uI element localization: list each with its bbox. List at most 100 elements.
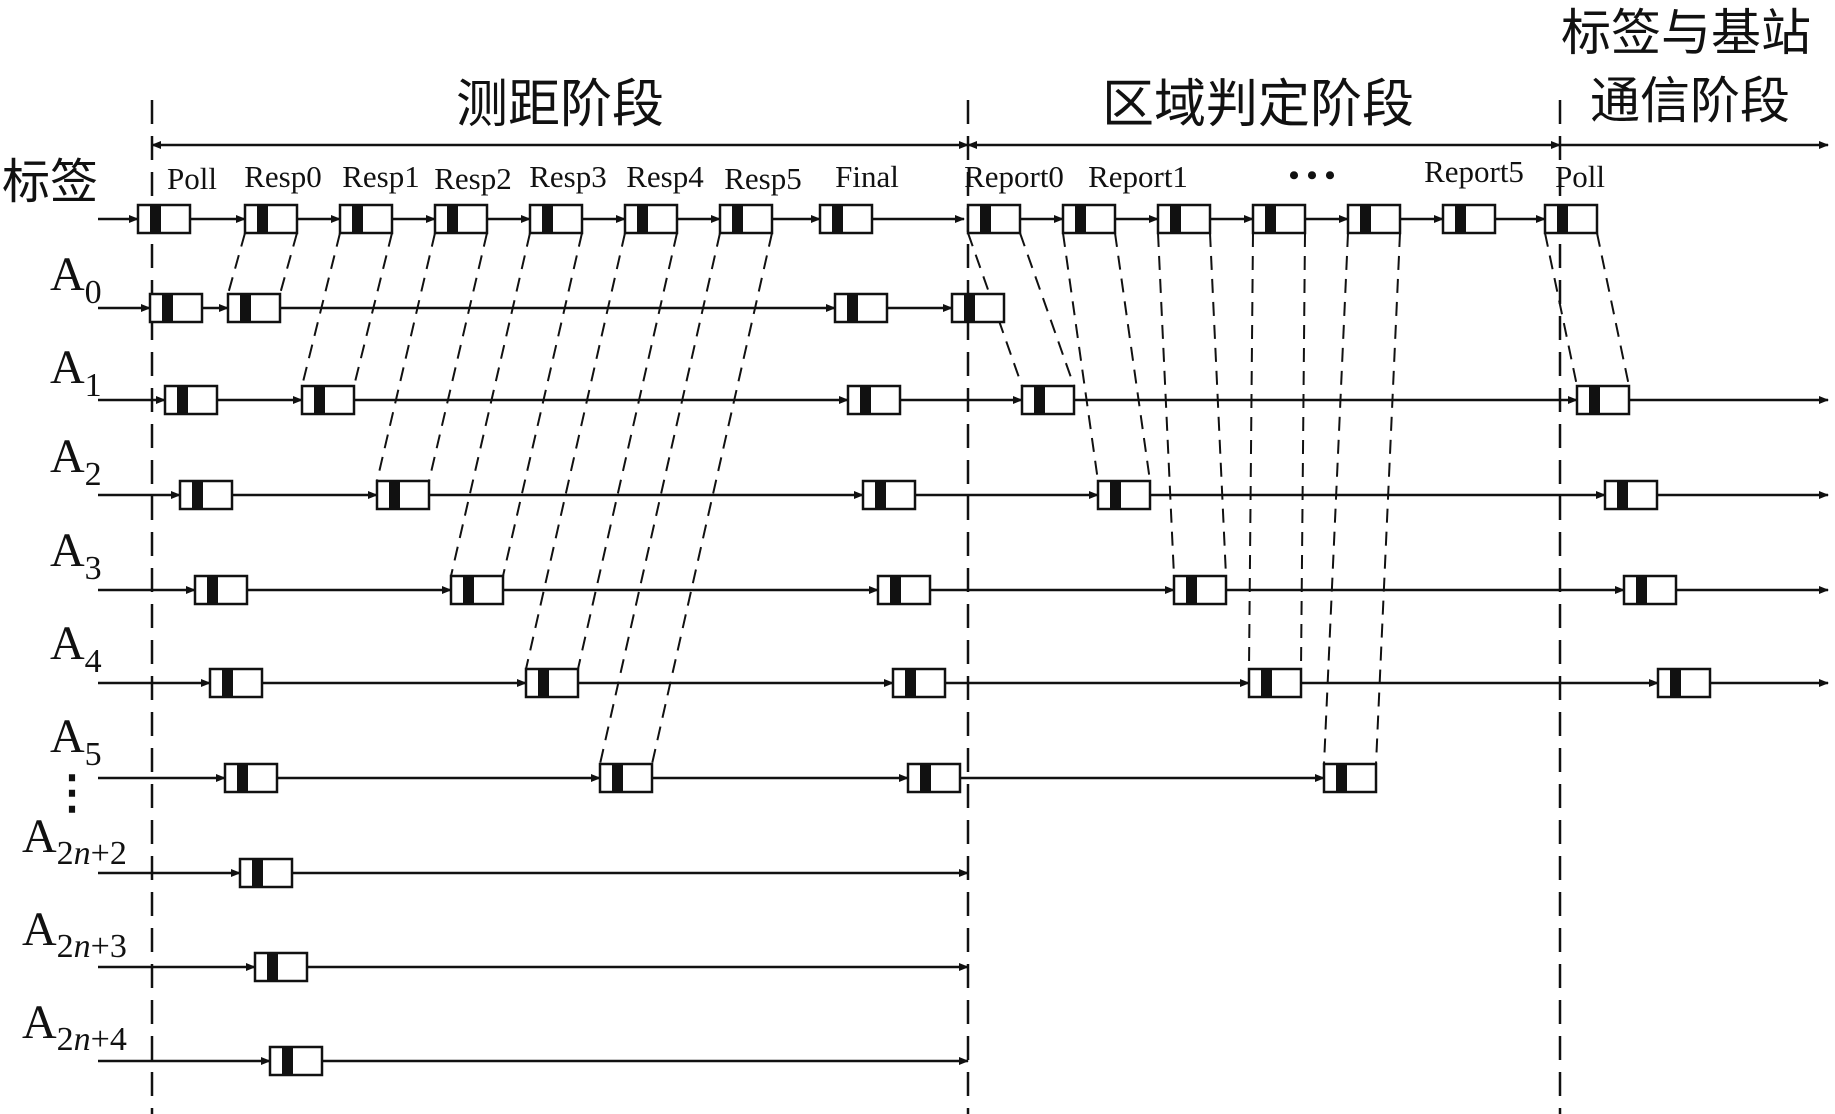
anchor-5-packet-1: [598, 762, 654, 794]
anchor-3-packet-4-preamble: [1636, 577, 1645, 603]
anchor-5-packet-3-preamble: [1336, 765, 1345, 791]
tag-packet-7: [818, 203, 874, 235]
anchor-2-packet-4-preamble: [1617, 482, 1626, 508]
phase-region-label: 区域判定阶段: [1102, 75, 1414, 135]
propagation-dash-10-left: [1323, 232, 1349, 765]
anchor-4-packet-0: [208, 667, 264, 699]
tag-packet-14-frame: [1543, 203, 1599, 235]
anchor-4-packet-3: [1247, 667, 1303, 699]
anchor-4-packet-1-preamble: [538, 670, 547, 696]
anchor-2-packet-1: [375, 479, 431, 511]
anchor-label-a1: A1: [50, 341, 102, 404]
tag-packet-6-preamble: [732, 206, 741, 232]
anchor-3-packet-1-preamble: [463, 577, 472, 603]
msg-label-resp5: Resp5: [724, 161, 802, 196]
packets-layer: [136, 203, 1712, 1077]
anchor-3-packet-4: [1622, 574, 1678, 606]
anchor-4-packet-4-frame: [1656, 667, 1712, 699]
propagation-dash-9-left: [1248, 232, 1254, 670]
anchor-4-packet-4: [1656, 667, 1712, 699]
propagation-dash-6-right: [1019, 232, 1075, 387]
anchor-0-packet-0-preamble: [162, 295, 171, 321]
anchor-label-a5: A5: [50, 710, 102, 773]
propagation-dash-0-left: [227, 232, 246, 295]
anchor-5-packet-0: [223, 762, 279, 794]
propagation-dash-11-right: [1596, 232, 1630, 387]
anchor-5-packet-2: [906, 762, 962, 794]
propagation-dash-9-right: [1300, 232, 1306, 670]
propagation-dash-2-left: [376, 232, 436, 482]
anchor-3-packet-3-preamble: [1186, 577, 1195, 603]
propagation-dash-8-left: [1157, 232, 1175, 577]
anchor-6-packet-0: [238, 857, 294, 889]
tag-packet-2: [338, 203, 394, 235]
anchor-3-packet-0-preamble: [207, 577, 216, 603]
tag-packet-8: [966, 203, 1022, 235]
anchor-0-packet-3-preamble: [964, 295, 973, 321]
propagation-dash-10-right: [1375, 232, 1401, 765]
anchor-5-packet-2-preamble: [920, 765, 929, 791]
anchor-1-packet-4-frame: [1575, 384, 1631, 416]
propagation-dash-5-right: [651, 232, 773, 765]
anchor-1-packet-1: [300, 384, 356, 416]
propagation-dash-2-right: [428, 232, 488, 482]
anchor-0-packet-2: [833, 292, 889, 324]
anchor-6-packet-0-frame: [238, 857, 294, 889]
propagation-dash-0-right: [279, 232, 298, 295]
tag-packet-10-preamble: [1170, 206, 1179, 232]
anchor-2-packet-2: [861, 479, 917, 511]
msg-label-resp0: Resp0: [244, 159, 322, 194]
anchor-label-a2n2: A2n+2: [22, 810, 127, 872]
anchor-5-packet-3-frame: [1322, 762, 1378, 794]
tag-packet-2-frame: [338, 203, 394, 235]
anchor-2-packet-2-frame: [861, 479, 917, 511]
propagation-dash-1-right: [353, 232, 393, 387]
anchor-1-packet-4: [1575, 384, 1631, 416]
anchor-label-a2n4: A2n+4: [22, 996, 127, 1058]
anchor-label-a2n3: A2n+3: [22, 903, 127, 965]
anchor-2-packet-3: [1096, 479, 1152, 511]
phase-ranging-label: 测距阶段: [456, 75, 664, 135]
tag-packet-11-frame: [1251, 203, 1307, 235]
msg-label-final: Final: [835, 159, 899, 194]
anchor-8-packet-0-frame: [268, 1045, 324, 1077]
propagation-dash-4-right: [577, 232, 678, 670]
tag-packet-7-frame: [818, 203, 874, 235]
msg-label-resp2: Resp2: [434, 161, 512, 196]
anchor-0-packet-1-preamble: [240, 295, 249, 321]
anchor-3-packet-3: [1172, 574, 1228, 606]
anchor-0-packet-3-frame: [950, 292, 1006, 324]
anchor-0-packet-2-preamble: [847, 295, 856, 321]
anchor-3-packet-4-frame: [1622, 574, 1678, 606]
propagation-dash-11-left: [1544, 232, 1578, 387]
anchor-0-packet-0-frame: [148, 292, 204, 324]
msg-label-report5: Report5: [1424, 154, 1524, 189]
anchor-5-packet-0-frame: [223, 762, 279, 794]
phase-comm-label-line2: 通信阶段: [1590, 72, 1790, 130]
msg-label-poll: Poll: [167, 161, 217, 196]
tag-packet-3-preamble: [447, 206, 456, 232]
tag-packet-5: [623, 203, 679, 235]
tag-packet-5-preamble: [637, 206, 646, 232]
anchor-7-packet-0-frame: [253, 951, 309, 983]
anchor-5-packet-2-frame: [906, 762, 962, 794]
anchor-1-packet-0-preamble: [177, 387, 186, 413]
anchor-8-packet-0: [268, 1045, 324, 1077]
anchor-2-packet-3-frame: [1096, 479, 1152, 511]
anchor-1-packet-3: [1020, 384, 1076, 416]
tag-packet-5-frame: [623, 203, 679, 235]
tag-packet-3-frame: [433, 203, 489, 235]
tag-packet-0-preamble: [150, 206, 159, 232]
anchor-8-packet-0-preamble: [282, 1048, 291, 1074]
phase-comm-label-line1: 标签与基站: [1561, 4, 1811, 62]
tag-packet-1: [243, 203, 299, 235]
anchor-1-packet-4-preamble: [1589, 387, 1598, 413]
anchor-4-packet-0-preamble: [222, 670, 231, 696]
anchor-label-a4: A4: [50, 617, 102, 680]
anchor-2-packet-0-frame: [178, 479, 234, 511]
anchor-2-packet-4: [1603, 479, 1659, 511]
anchor-3-packet-0-frame: [193, 574, 249, 606]
anchor-4-packet-2: [891, 667, 947, 699]
propagation-dash-3-left: [450, 232, 531, 577]
